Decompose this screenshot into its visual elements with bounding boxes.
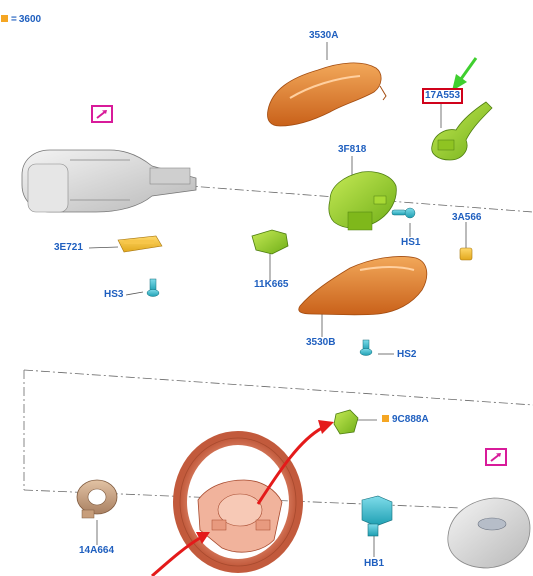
callout-9C888A-swatch [382,415,389,422]
external-link-icon [96,110,107,119]
pointer-arrow-green [452,57,478,91]
callout-11K665[interactable]: 11K665 [254,279,289,290]
external-link-icon[interactable] [91,105,113,123]
legend-code: 3600 [18,14,42,25]
part-bolt-hb1[interactable] [361,495,393,537]
part-multifunction-switch[interactable] [431,101,493,161]
part-switch-9c888a[interactable] [333,409,359,435]
part-screw-hs3[interactable] [146,278,160,297]
callout-17A553[interactable]: 17A553 [421,88,464,104]
callout-HS3[interactable]: HS3 [104,289,124,300]
leader-lines [88,42,467,557]
callout-3E721[interactable]: 3E721 [54,242,83,253]
callout-3530A[interactable]: 3530A [309,30,339,41]
external-link-icon [490,453,501,462]
callout-HS1[interactable]: HS1 [401,237,421,248]
callout-HS2[interactable]: HS2 [397,349,417,360]
part-switch-housing[interactable] [328,171,397,231]
part-clockspring[interactable] [76,479,118,519]
part-bracket-yellow[interactable] [117,235,163,253]
callout-9C888A[interactable]: 9C888A [382,414,429,426]
part-screw-hs1[interactable] [391,207,416,219]
legend-group-code: =3600 [1,14,41,26]
part-lower-shroud[interactable] [298,256,428,316]
callout-3F818[interactable]: 3F818 [338,144,367,155]
callout-HB1[interactable]: HB1 [364,558,385,569]
callout-3530B[interactable]: 3530B [306,337,336,348]
part-steering-column[interactable] [21,149,197,213]
callout-3A566[interactable]: 3A566 [452,212,482,223]
part-screw-hs2[interactable] [359,339,373,356]
callout-14A664[interactable]: 14A664 [79,545,115,556]
pointer-arrow-red-upper [256,420,334,505]
legend-swatch [1,15,8,22]
part-clip-yellow[interactable] [459,247,473,261]
part-steering-wheel[interactable] [173,431,303,573]
part-sensor-green[interactable] [251,229,289,255]
part-airbag-module[interactable] [447,497,531,569]
external-link-icon[interactable] [485,448,507,466]
pointer-arrow-red-lower [151,532,210,576]
part-upper-shroud[interactable] [267,62,387,127]
